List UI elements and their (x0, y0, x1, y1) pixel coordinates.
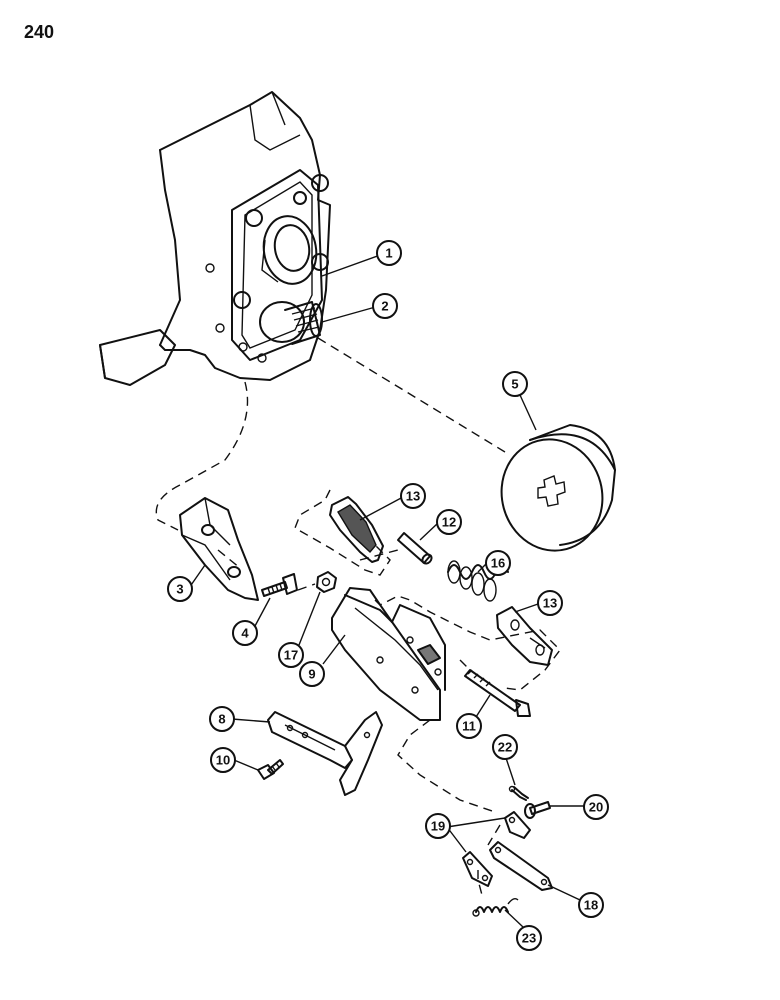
callout-17: 17 (278, 642, 304, 668)
svg-text:13: 13 (406, 489, 420, 504)
assembly-lines (155, 337, 561, 896)
svg-text:9: 9 (308, 667, 315, 682)
link-lower (462, 851, 493, 887)
caliper-housing (331, 587, 446, 721)
svg-text:10: 10 (216, 753, 230, 768)
svg-text:3: 3 (176, 582, 183, 597)
svg-text:13: 13 (543, 596, 557, 611)
callout-3: 3 (167, 576, 193, 602)
svg-text:19: 19 (431, 819, 445, 834)
callout-23: 23 (516, 925, 542, 951)
callout-18: 18 (578, 892, 604, 918)
callout-9: 9 (299, 661, 325, 687)
svg-text:20: 20 (589, 800, 603, 815)
callout-19: 19 (425, 813, 451, 839)
callout-11: 11 (456, 713, 482, 739)
svg-text:17: 17 (284, 648, 298, 663)
link-upper (504, 811, 531, 839)
callout-13-upper: 13 (400, 483, 426, 509)
svg-text:16: 16 (491, 556, 505, 571)
callout-10: 10 (210, 747, 236, 773)
nut (316, 571, 337, 593)
svg-text:11: 11 (462, 719, 476, 734)
callout-22: 22 (492, 734, 518, 760)
callout-8: 8 (209, 706, 235, 732)
svg-text:2: 2 (381, 299, 388, 314)
pin (397, 532, 433, 565)
transmission-housing (99, 91, 331, 386)
callout-4: 4 (232, 620, 258, 646)
callout-12: 12 (436, 509, 462, 535)
brake-pad-upper (329, 496, 384, 563)
brake-disc (500, 424, 616, 552)
page-number: 240 (24, 22, 55, 42)
callout-20: 20 (583, 794, 609, 820)
svg-text:4: 4 (241, 626, 249, 641)
callout-1: 1 (376, 240, 402, 266)
callout-2: 2 (372, 293, 398, 319)
svg-text:23: 23 (522, 931, 536, 946)
svg-text:22: 22 (498, 740, 512, 755)
svg-text:1: 1 (385, 246, 392, 261)
cap-screw (261, 573, 298, 597)
svg-text:12: 12 (442, 515, 456, 530)
lever (489, 841, 553, 891)
clevis-pin (524, 801, 551, 819)
cotter-pin (508, 785, 529, 801)
bolt (257, 759, 284, 780)
svg-text:5: 5 (511, 377, 518, 392)
callout-5: 5 (502, 371, 528, 397)
brake-pad-lower (496, 606, 553, 666)
callout-13-lower: 13 (537, 590, 563, 616)
long-bolt (464, 669, 531, 717)
brake-bracket (179, 497, 259, 601)
svg-text:18: 18 (584, 898, 598, 913)
support-bracket (267, 711, 383, 796)
return-spring (472, 897, 519, 917)
leader-lines (188, 253, 585, 928)
callout-16: 16 (485, 550, 511, 576)
svg-text:8: 8 (218, 712, 225, 727)
